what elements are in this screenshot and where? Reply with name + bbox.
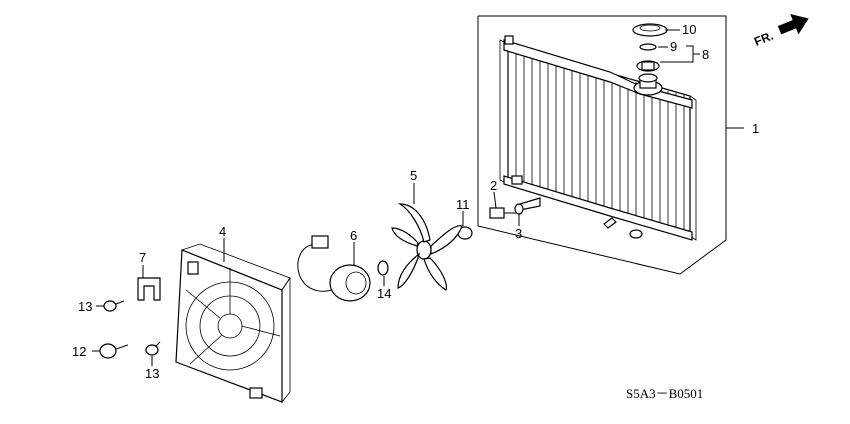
callout-14: 14 xyxy=(377,286,391,301)
callout-12: 12 xyxy=(72,344,86,359)
callout-7: 7 xyxy=(139,250,146,265)
direction-arrow-icon xyxy=(777,14,809,35)
callout-8: 8 xyxy=(702,47,709,62)
callout-2: 2 xyxy=(490,178,497,193)
callout-10: 10 xyxy=(682,22,696,37)
drawing-code: S5A3－B0501 xyxy=(626,386,703,401)
fan-shroud xyxy=(175,243,291,404)
drain-washer xyxy=(514,203,524,215)
callout-13-lower: 13 xyxy=(145,366,159,381)
callout-1: 1 xyxy=(752,121,759,136)
fan-motor xyxy=(297,235,371,302)
drain-bolt xyxy=(489,207,516,219)
bracket-clip xyxy=(137,277,161,301)
radiator-group-outline xyxy=(477,15,727,275)
screw-upper xyxy=(103,300,125,312)
callout-5: 5 xyxy=(410,168,417,183)
callout-13-upper: 13 xyxy=(78,299,92,314)
callout-3: 3 xyxy=(515,226,522,241)
cooling-fan xyxy=(391,203,463,291)
leader-lines xyxy=(92,29,744,366)
radiator-cap xyxy=(632,23,668,37)
filler-neck xyxy=(636,60,660,72)
fan-washer xyxy=(377,260,389,276)
callout-9: 9 xyxy=(670,39,677,54)
flange-bolt xyxy=(99,343,129,359)
cap-seal xyxy=(639,43,657,51)
callout-11: 11 xyxy=(456,197,470,212)
front-direction-indicator: FR. xyxy=(752,14,809,49)
callout-6: 6 xyxy=(350,228,357,243)
radiator xyxy=(499,35,697,241)
screw-lower xyxy=(145,341,161,356)
direction-label: FR. xyxy=(752,29,775,49)
callout-4: 4 xyxy=(219,224,226,239)
